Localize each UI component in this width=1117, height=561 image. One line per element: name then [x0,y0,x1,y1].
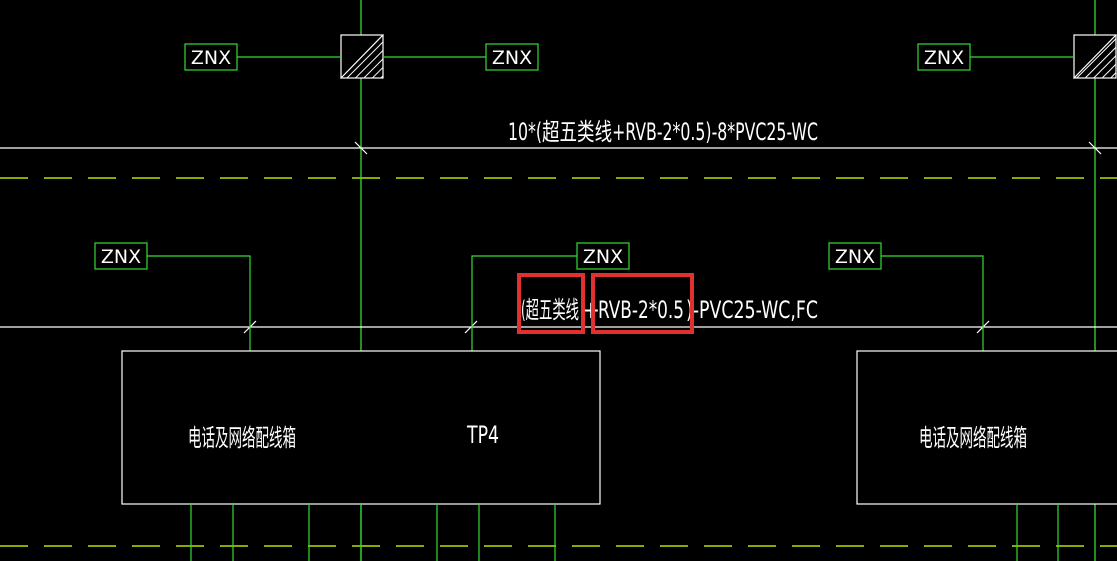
znx-tag-mid-center[interactable]: ZNX [576,242,630,270]
znx-tag-top-left[interactable]: ZNX [184,43,238,71]
box-name-label: 电话及网络配线箱 [188,424,296,452]
outlet-symbol-top-left[interactable] [339,33,384,79]
cable-label-lower-part1[interactable]: (超五类线 [521,296,579,324]
cable-label-upper[interactable]: 10*(超五类线+RVB-2*0.5)-8*PVC25-WC [508,118,818,146]
znx-tag-mid-right[interactable]: ZNX [828,242,882,270]
znx-label: ZNX [191,47,231,69]
distribution-box-left[interactable]: 电话及网络配线箱 TP4 [121,350,601,505]
highlight-box-cat5e [517,273,585,334]
znx-label: ZNX [101,246,141,268]
box-code-label: TP4 [466,421,499,449]
znx-tag-mid-left[interactable]: ZNX [94,242,148,270]
znx-tag-top-mid[interactable]: ZNX [485,43,539,71]
znx-label: ZNX [924,47,964,69]
highlight-box-rvb [591,273,694,334]
znx-label: ZNX [835,246,875,268]
outgoing-lines [190,504,1059,561]
cable-label-lower-part3[interactable]: RVB-2*0.5 [598,296,684,324]
znx-label: ZNX [492,47,532,69]
outlet-symbol-top-right[interactable] [1072,33,1117,79]
distribution-box-right[interactable]: 电话及网络配线箱 [856,350,1117,505]
mid-leader-lines [147,255,984,351]
cable-label-lower-part4[interactable]: )-PVC25-WC,FC [686,296,818,324]
box-name-label: 电话及网络配线箱 [919,424,1027,452]
znx-tag-top-right[interactable]: ZNX [917,43,971,71]
znx-label: ZNX [583,246,623,268]
